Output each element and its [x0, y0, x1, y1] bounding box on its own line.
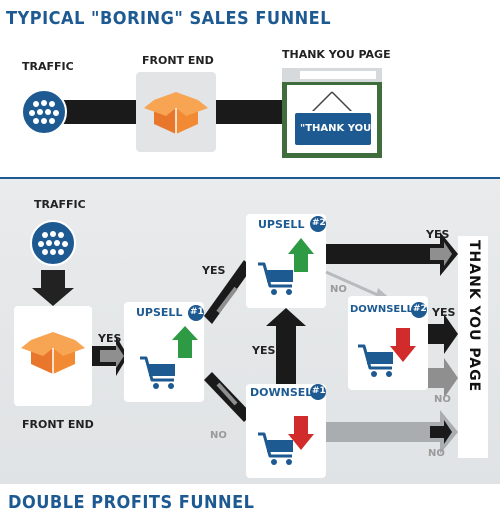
- front-end-label-bottom: FRONT END: [22, 418, 94, 431]
- thank-you-sign-text: "THANK YOU": [300, 123, 377, 134]
- thank-you-page-vertical: THANK YOU PAGE: [466, 240, 482, 393]
- thank-you-sign: [293, 111, 373, 147]
- top-title: TYPICAL "BORING" SALES FUNNEL: [6, 8, 332, 29]
- traffic-icon: [21, 89, 67, 135]
- traffic-down-arrow: [32, 270, 74, 306]
- yes-label-downsell2: YES: [432, 306, 456, 319]
- arrow-upsell2-yes: [326, 232, 458, 276]
- downsell2-box: [348, 296, 428, 390]
- thank-you-page-label: THANK YOU PAGE: [282, 48, 391, 61]
- downsell1-box: [246, 384, 326, 478]
- no-label-downsell1: NO: [428, 448, 445, 459]
- front-end-label: FRONT END: [142, 54, 214, 67]
- traffic-icon-bottom: [30, 220, 76, 266]
- yes-label-downsell1: YES: [252, 344, 276, 357]
- upsell2-box: [246, 214, 326, 308]
- downsell2-label: DOWNSELL: [350, 304, 413, 315]
- arrow-upsell2-no: [325, 270, 381, 298]
- arrow-downsell1-no: [326, 410, 458, 454]
- top-arrow-2: [205, 100, 294, 124]
- downsell1-badge: #1: [312, 386, 326, 396]
- yes-label-upsell1: YES: [202, 264, 226, 277]
- top-arrow-1: [45, 100, 150, 124]
- no-label-upsell2: NO: [330, 284, 347, 295]
- yes-label-front: YES: [98, 332, 122, 345]
- upsell2-label: UPSELL: [258, 218, 305, 231]
- traffic-label-bottom: TRAFFIC: [34, 198, 86, 211]
- traffic-label: TRAFFIC: [22, 60, 74, 73]
- arrow-upsell1-to-upsell2: [204, 260, 252, 324]
- upsell1-label: UPSELL: [136, 306, 183, 319]
- arrow-downsell2-no: [428, 358, 458, 398]
- no-label-upsell1: NO: [210, 430, 227, 441]
- arrow-downsell2-yes: [428, 314, 458, 354]
- downsell2-badge: #2: [413, 304, 427, 314]
- yes-label-upsell2: YES: [426, 228, 450, 241]
- upsell2-badge: #2: [312, 218, 326, 228]
- arrow-downsell1-to-upsell2: [266, 308, 306, 384]
- upsell1-box: [124, 302, 204, 402]
- bottom-title: DOUBLE PROFITS FUNNEL: [8, 492, 255, 513]
- downsell1-label: DOWNSELL: [250, 386, 320, 399]
- bottom-title-band: [0, 484, 500, 524]
- no-label-downsell2: NO: [434, 394, 451, 405]
- thank-you-page-bar: [458, 236, 488, 458]
- upsell1-badge: #1: [190, 307, 204, 317]
